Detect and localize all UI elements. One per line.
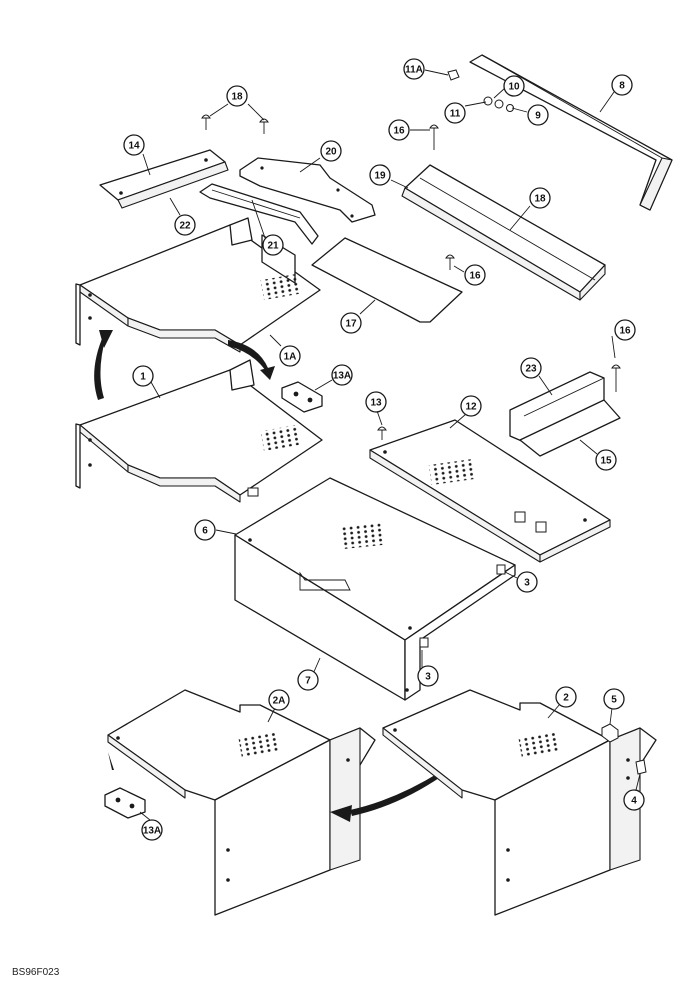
callout-1: 1 <box>132 365 154 387</box>
callout-11a-top: 11A <box>403 58 425 80</box>
part-13a-clip-top <box>281 381 323 413</box>
svg-text:18: 18 <box>534 194 546 205</box>
swing-arrow-left <box>94 330 113 400</box>
svg-text:2: 2 <box>563 693 569 704</box>
callout-13: 13 <box>365 391 387 413</box>
callout-7: 7 <box>297 669 319 691</box>
svg-text:7: 7 <box>305 676 311 687</box>
callout-11: 11 <box>444 102 466 124</box>
svg-text:1A: 1A <box>284 352 297 363</box>
callout-4: 4 <box>623 789 645 811</box>
callout-14: 14 <box>123 134 145 156</box>
part-8-cover-strip <box>469 54 673 211</box>
svg-text:16: 16 <box>619 326 631 337</box>
svg-text:19: 19 <box>374 171 386 182</box>
part-9-10-11-fasteners <box>483 96 514 112</box>
part-13a-clip-bottom <box>104 787 146 819</box>
svg-text:2A: 2A <box>273 696 286 707</box>
callout-5: 5 <box>603 688 625 710</box>
swing-arrow-1a <box>228 340 275 380</box>
svg-text:11A: 11A <box>405 65 423 76</box>
part-7-box-side <box>234 534 516 701</box>
part-4-bolt <box>635 759 647 775</box>
callout-3-b: 3 <box>417 665 439 687</box>
callout-16-top: 16 <box>388 119 410 141</box>
svg-text:12: 12 <box>465 402 477 413</box>
svg-text:6: 6 <box>202 526 208 537</box>
svg-text:5: 5 <box>611 695 617 706</box>
svg-text:8: 8 <box>619 81 625 92</box>
part-18-bolts <box>201 114 269 134</box>
callout-17: 17 <box>340 312 362 334</box>
svg-text:13A: 13A <box>333 371 351 382</box>
callout-16-mid: 16 <box>464 264 486 286</box>
part-18-19-beam <box>401 124 606 301</box>
callout-15: 15 <box>595 449 617 471</box>
svg-text:14: 14 <box>128 141 140 152</box>
svg-text:11: 11 <box>450 109 461 120</box>
svg-text:22: 22 <box>179 221 191 232</box>
callout-20: 20 <box>320 140 342 162</box>
svg-text:3: 3 <box>425 672 431 683</box>
callout-13a-top: 13A <box>331 364 353 386</box>
figure-id-label: BS96F023 <box>12 967 60 978</box>
svg-text:3: 3 <box>524 578 530 589</box>
part-17-access-plate <box>311 237 463 323</box>
part-12-plate <box>369 419 611 563</box>
callout-18-left: 18 <box>226 85 248 107</box>
callout-2a: 2A <box>268 689 290 711</box>
callout-2: 2 <box>555 686 577 708</box>
svg-text:16: 16 <box>393 126 405 137</box>
part-21-channel <box>199 183 319 245</box>
svg-text:23: 23 <box>525 364 537 375</box>
svg-text:13: 13 <box>370 398 382 409</box>
callout-13a-bottom: 13A <box>141 819 163 841</box>
svg-text:17: 17 <box>345 319 357 330</box>
svg-text:20: 20 <box>325 147 337 158</box>
part-1-floor-plate <box>75 359 323 503</box>
part-11a-nut-top <box>447 69 460 81</box>
svg-text:9: 9 <box>535 111 541 122</box>
callout-6: 6 <box>194 519 216 541</box>
callout-23: 23 <box>520 357 542 379</box>
callout-3-a: 3 <box>516 571 538 593</box>
callout-18-right: 18 <box>529 187 551 209</box>
callout-8: 8 <box>611 74 633 96</box>
svg-text:16: 16 <box>469 271 481 282</box>
callout-10: 10 <box>503 75 525 97</box>
callout-9: 9 <box>527 104 549 126</box>
callout-1a: 1A <box>279 345 301 367</box>
part-1a-floor-plate <box>75 217 321 353</box>
callout-19: 19 <box>369 164 391 186</box>
svg-text:10: 10 <box>508 82 520 93</box>
callout-16-right: 16 <box>614 319 636 341</box>
svg-text:15: 15 <box>600 456 612 467</box>
callout-12: 12 <box>460 395 482 417</box>
swing-arrow-lower <box>330 772 442 822</box>
svg-text:13A: 13A <box>143 826 161 837</box>
part-20-plate <box>239 157 376 223</box>
part-2a-floor-plate <box>107 689 376 916</box>
svg-text:1: 1 <box>140 372 146 383</box>
svg-text:18: 18 <box>231 92 243 103</box>
svg-text:21: 21 <box>267 241 279 252</box>
part-2-floor-plate <box>382 689 657 916</box>
part-23-bracket <box>509 364 621 457</box>
svg-text:4: 4 <box>631 796 637 807</box>
callout-22: 22 <box>174 214 196 236</box>
part-14-angle-bracket <box>99 149 229 209</box>
swing-arrow-2a <box>108 752 114 770</box>
callout-21: 21 <box>262 234 284 256</box>
